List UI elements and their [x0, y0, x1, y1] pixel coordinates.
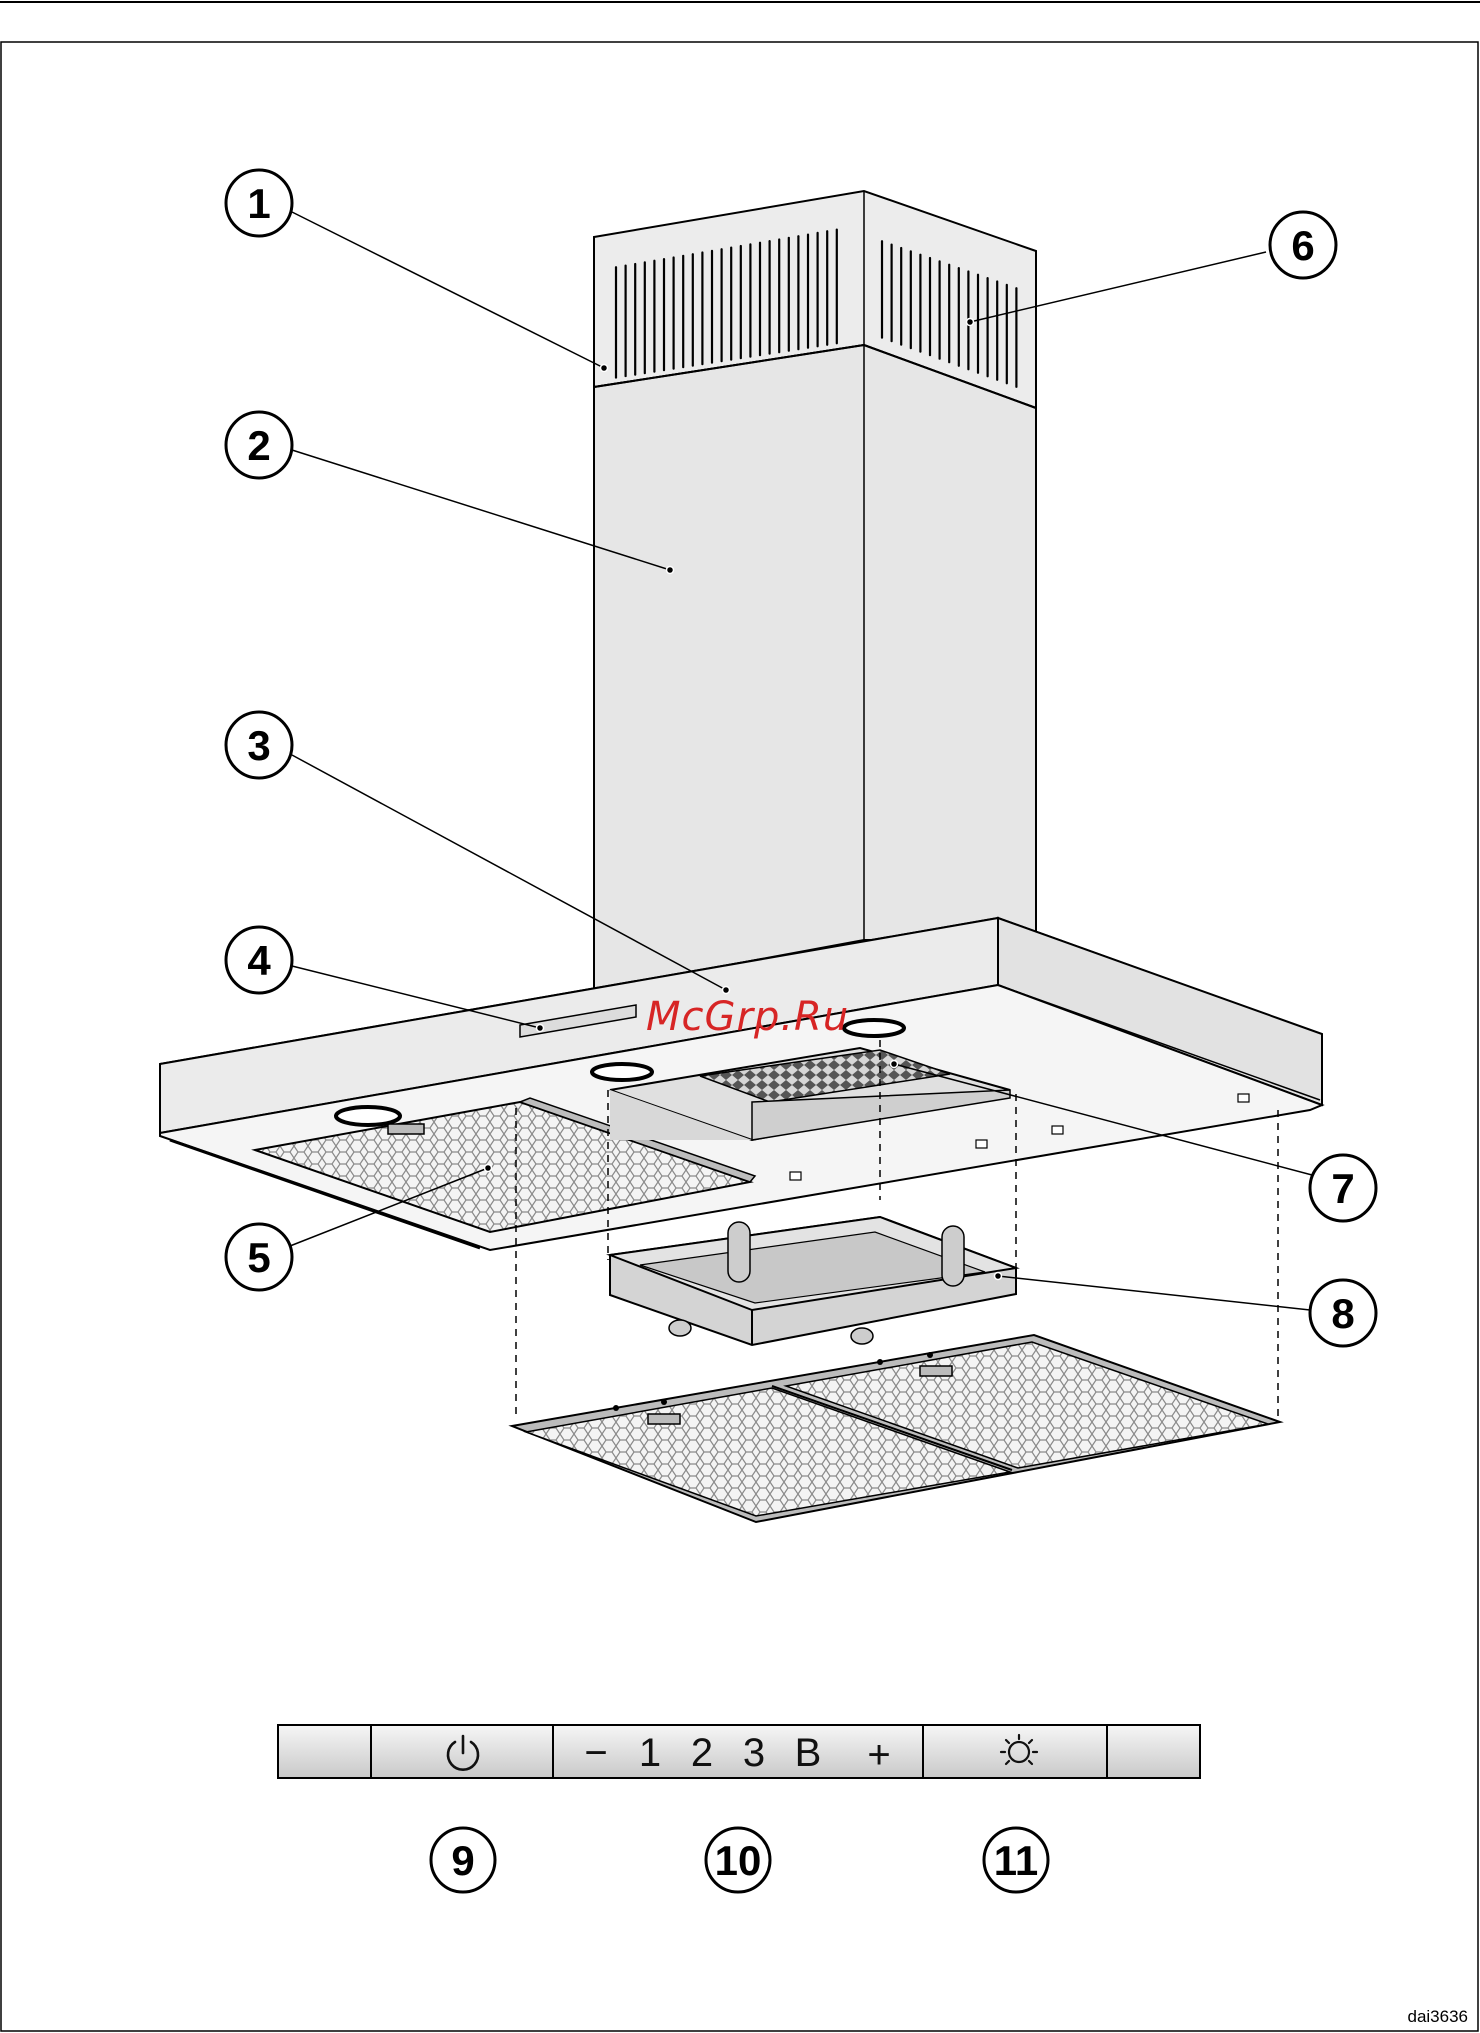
speed-3-button[interactable]: 3 [743, 1731, 765, 1775]
speed-1-button[interactable]: 1 [639, 1731, 661, 1775]
light-button[interactable] [924, 1726, 1106, 1777]
lamp-centre [592, 1064, 652, 1080]
boost-button[interactable]: B [795, 1731, 822, 1775]
hood-canopy [160, 918, 1322, 1250]
callout-1: 1 [226, 170, 292, 236]
callout-10: 10 [706, 1828, 770, 1892]
chimney [594, 191, 1036, 990]
svg-text:9: 9 [451, 1837, 474, 1884]
svg-text:7: 7 [1331, 1165, 1354, 1212]
minus-button[interactable]: − [584, 1731, 607, 1775]
callout-9: 9 [431, 1828, 495, 1892]
svg-text:1: 1 [247, 180, 270, 227]
power-button[interactable] [372, 1726, 552, 1777]
svg-text:2: 2 [247, 422, 270, 469]
callout-2: 2 [226, 412, 292, 478]
lamp-left [336, 1107, 400, 1125]
plus-button[interactable]: + [867, 1733, 890, 1777]
document-id: dai3636 [1407, 2007, 1468, 2026]
svg-text:4: 4 [247, 937, 271, 984]
callout-7: 7 [1310, 1155, 1376, 1221]
callout-8: 8 [1310, 1280, 1376, 1346]
callout-4: 4 [226, 927, 292, 993]
svg-text:8: 8 [1331, 1290, 1354, 1337]
callout-5: 5 [226, 1224, 292, 1290]
svg-text:3: 3 [247, 722, 270, 769]
callout-3: 3 [226, 712, 292, 778]
callout-11: 11 [984, 1828, 1048, 1892]
lamp-right [844, 1020, 904, 1036]
charcoal-filter [610, 1217, 1016, 1345]
callout-6: 6 [1270, 212, 1336, 278]
svg-text:11: 11 [994, 1837, 1038, 1884]
speed-2-button[interactable]: 2 [691, 1731, 713, 1775]
grease-filters-removed [512, 1335, 1280, 1522]
svg-text:10: 10 [715, 1837, 762, 1884]
svg-text:5: 5 [247, 1234, 270, 1281]
svg-text:6: 6 [1291, 222, 1314, 269]
watermark: McGrp.Ru [646, 994, 849, 1040]
